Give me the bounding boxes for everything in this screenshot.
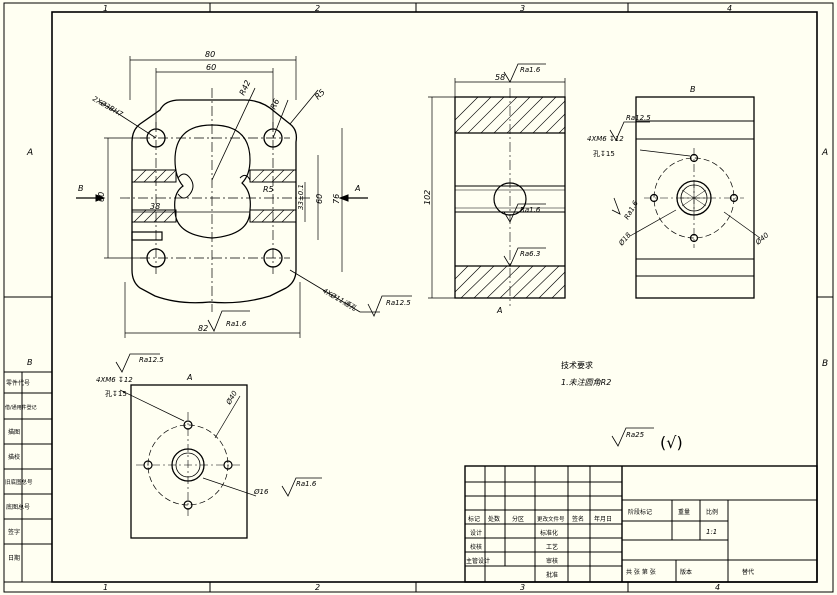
side-panel-row-1: 零件代号 (6, 379, 30, 387)
zone-row-a-right: A (821, 148, 828, 158)
tb-header-date: 年月日 (594, 515, 612, 523)
tb-header-sign: 签名 (572, 515, 584, 523)
dim-80: 80 (205, 50, 215, 59)
side-panel-grid (3, 371, 53, 583)
zone-col-2-bottom: 2 (315, 583, 320, 592)
tb-row-review: 审核 (546, 557, 558, 565)
zone-ticks (4, 3, 833, 592)
section-arrow-a: A (354, 184, 360, 193)
view-a-label: A (186, 373, 192, 382)
dim-60-left: 60 (97, 192, 106, 202)
callout-2x-holes: 2XØ3BH7 (91, 95, 125, 119)
dim-33: 33±0.1 (297, 184, 305, 210)
general-roughness-paren: (√) (660, 433, 683, 452)
zone-row-a: A (26, 148, 33, 158)
view-b-threads: 4XM6 ↧12 (587, 135, 624, 143)
general-roughness-symbol (611, 427, 654, 447)
zone-col-1-bottom: 1 (103, 583, 108, 592)
side-panel-row-7: 签字 (8, 528, 20, 536)
dim-r5-mid: R5 (263, 185, 274, 194)
view-b-ra: Ra12.5 (626, 114, 651, 122)
zone-col-2: 2 (315, 4, 320, 13)
view-a (115, 353, 322, 539)
tb-row-standard: 标准化 (540, 529, 558, 537)
side-panel-row-6: 底图总号 (6, 503, 30, 511)
zone-col-4-bottom: 4 (715, 583, 720, 592)
side-panel-row-5: 旧底图总号 (5, 478, 33, 486)
view-a-depth: 孔↧15 (105, 390, 127, 398)
zone-col-1: 1 (103, 4, 108, 13)
callout-4x-through: 4XØ11通孔 (321, 287, 358, 313)
view-a-d16: Ø16 (253, 488, 269, 496)
view-a-ra: Ra12.5 (139, 356, 164, 364)
front-view (76, 56, 412, 338)
title-block-grid (464, 465, 818, 583)
side-panel-row-8: 日期 (8, 554, 20, 562)
tb-row-process: 工艺 (546, 543, 558, 551)
tb-row-chief: 主管设计 (466, 557, 490, 565)
general-roughness: Ra25 (626, 431, 645, 439)
dim-38: 38 (150, 202, 160, 211)
section-arrow-b: B (78, 184, 84, 193)
zone-col-4: 4 (727, 4, 732, 13)
side-panel-row-3: 描图 (8, 428, 20, 436)
dim-102: 102 (423, 190, 432, 205)
dim-82: 82 (198, 324, 208, 333)
notes-title: 技术要求 (561, 360, 593, 370)
ra-front: Ra1.6 (226, 320, 247, 328)
tb-header-count: 处数 (488, 515, 500, 523)
view-a-ra-bore: Ra1.6 (296, 480, 317, 488)
ra-side-mid: Ra1.6 (520, 206, 541, 214)
view-b-depth: 孔↧15 (593, 150, 615, 158)
tb-row-check: 校核 (470, 543, 482, 551)
dim-60-right: 60 (315, 194, 324, 204)
tb-scale: 比例 (706, 508, 718, 516)
zone-col-3-bottom: 3 (520, 583, 525, 592)
tb-row-approve: 批准 (546, 571, 558, 579)
dim-r5-top: R5 (313, 88, 327, 102)
view-b-d18: Ø18 (617, 231, 633, 248)
dim-58: 58 (495, 73, 505, 82)
tb-scale-value: 1:1 (706, 528, 717, 536)
tb-header-mark: 标记 (468, 515, 480, 523)
dim-76: 76 (332, 194, 341, 204)
front-body-outline (131, 99, 298, 304)
side-panel-label: B (27, 358, 33, 367)
side-panel-row-4: 描校 (8, 453, 20, 461)
view-b-label: B (690, 85, 696, 94)
ra-side-top: Ra1.6 (520, 66, 541, 74)
side-view (428, 63, 566, 306)
dim-r42: R42 (238, 79, 253, 97)
ra-front-side: Ra12.5 (386, 299, 411, 307)
view-a-d40: Ø40 (224, 389, 239, 407)
view-b-ra-bore: Ra1.6 (623, 199, 640, 221)
notes-line-1: 1.未注圆角R2 (561, 378, 611, 387)
view-b (609, 96, 761, 299)
dim-r6: R6 (269, 97, 282, 110)
zone-row-b-right: B (822, 359, 828, 369)
tb-row-design: 设计 (470, 529, 482, 537)
gear-cavity (174, 124, 251, 239)
view-a-threads: 4XM6 ↧12 (96, 376, 133, 384)
side-view-label: A (496, 306, 502, 315)
tb-sheets: 共 张 第 张 (626, 568, 656, 576)
view-b-d40: Ø40 (753, 231, 770, 247)
tb-version: 版本 (680, 568, 692, 576)
tb-replace: 替代 (742, 568, 754, 576)
tb-weight: 重量 (678, 508, 690, 516)
ra-side-bot: Ra6.3 (520, 250, 540, 258)
tb-header-zone: 分区 (512, 515, 524, 523)
dim-60-top: 60 (206, 63, 216, 72)
side-panel-row-2: 借/通用件登记 (5, 404, 37, 411)
tb-header-change-doc: 更改文件号 (537, 515, 565, 523)
zone-col-3: 3 (520, 4, 525, 13)
tb-stage-mark: 阶段标记 (628, 508, 652, 516)
